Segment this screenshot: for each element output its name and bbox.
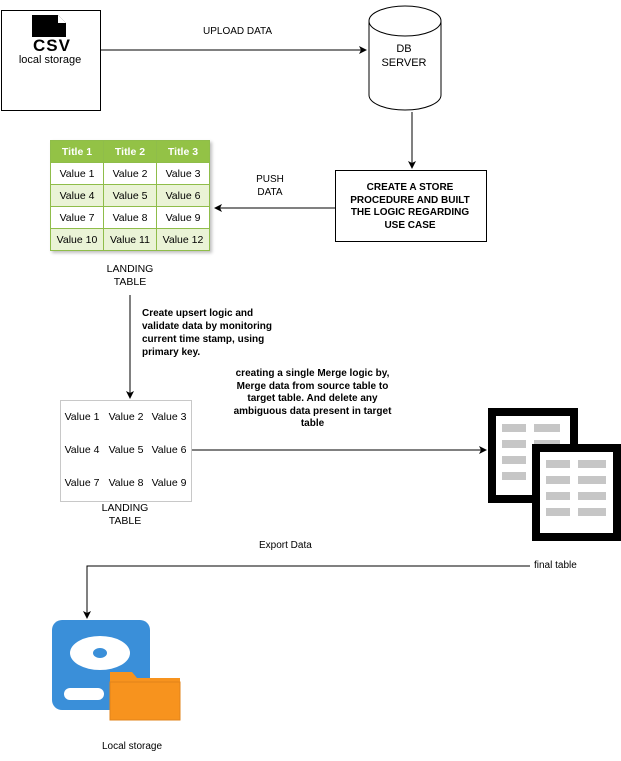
table-cell: Value 2	[103, 162, 157, 185]
table-header-cell: Title 2	[103, 140, 157, 163]
landing-table-label-2: LANDING TABLE	[95, 502, 155, 528]
local-storage-icon	[52, 620, 181, 721]
push-data-line1: PUSH	[256, 174, 284, 185]
procedure-line: CREATE A STORE	[366, 182, 454, 193]
table-cell: Value 4	[64, 444, 100, 456]
table-header-cell: Title 1	[50, 140, 104, 163]
push-data-line2: DATA	[257, 187, 283, 198]
merge-line: Merge data from source table to	[236, 380, 389, 392]
table-cell: Value 9	[151, 477, 187, 489]
final-table-label: final table	[534, 560, 577, 571]
table-cell: Value 5	[103, 184, 157, 207]
landing-table-plain	[60, 400, 192, 502]
table-cell: Value 8	[108, 477, 144, 489]
merge-line: ambiguous data present in target	[233, 405, 392, 417]
merge-line: table	[300, 418, 325, 429]
table-cell: Value 6	[151, 444, 187, 456]
upsert-line: Create upsert logic and	[142, 308, 254, 319]
upsert-line: primary key.	[142, 347, 201, 358]
table-cell: Value 11	[103, 228, 157, 251]
table-grid-icon	[488, 408, 621, 541]
landing-label-line1: LANDING	[101, 502, 149, 514]
csv-file-icon	[32, 15, 66, 37]
upsert-logic-label: Create upsert logic and validate data by…	[142, 307, 302, 359]
local-storage-label: Local storage	[102, 741, 163, 752]
procedure-line: PROCEDURE AND BUILT	[350, 194, 470, 206]
csv-box-label: local storage	[18, 54, 82, 66]
db-server-label: DB SERVER	[368, 42, 440, 70]
table-cell: Value 8	[103, 206, 157, 229]
table-cell: Value 7	[50, 206, 104, 229]
table-cell: Value 6	[156, 184, 210, 207]
table-header-row: Title 1 Title 2 Title 3	[50, 140, 210, 163]
table-row: Value 10 Value 11 Value 12	[50, 228, 210, 251]
table-cell: Value 12	[156, 228, 210, 251]
table-cell: Value 5	[108, 444, 144, 456]
db-server-line2: SERVER	[381, 57, 427, 69]
upsert-line: current time stamp, using	[142, 334, 265, 345]
procedure-line: THE LOGIC REGARDING	[350, 207, 470, 218]
export-data-label: Export Data	[259, 540, 312, 551]
merge-line: target table. And delete any	[247, 393, 378, 404]
table-cell: Value 1	[64, 411, 100, 423]
procedure-text: CREATE A STORE PROCEDURE AND BUILT THE L…	[340, 182, 480, 232]
landing-label-line2: TABLE	[113, 276, 147, 288]
table-cell: Value 1	[50, 162, 104, 185]
procedure-box	[335, 170, 487, 242]
table-cell: Value 10	[50, 228, 104, 251]
landing-label-line1: LANDING	[106, 263, 154, 275]
table-cell: Value 9	[156, 206, 210, 229]
upload-data-label: UPLOAD DATA	[203, 26, 273, 37]
table-cell: Value 2	[108, 411, 144, 423]
table-row: Value 4 Value 5 Value 6	[50, 184, 210, 207]
table-row: Value 1 Value 2 Value 3	[50, 162, 210, 185]
table-cell: Value 7	[64, 477, 100, 489]
table-cell: Value 4	[50, 184, 104, 207]
export-arrow	[83, 565, 530, 619]
csv-icon-text: CSV	[33, 36, 71, 55]
landing-table-label-1: LANDING TABLE	[100, 263, 160, 289]
table-header-cell: Title 3	[156, 140, 210, 163]
table-cell: Value 3	[151, 411, 187, 423]
db-server-line1: DB	[396, 43, 412, 55]
db-server-cylinder	[368, 5, 442, 111]
landing-label-line2: TABLE	[108, 515, 142, 527]
table-row: Value 7 Value 8 Value 9	[50, 206, 210, 229]
merge-logic-label: creating a single Merge logic by, Merge …	[220, 368, 405, 431]
push-data-label: PUSH DATA	[248, 173, 292, 199]
upsert-line: validate data by monitoring	[142, 321, 273, 332]
merge-line: creating a single Merge logic by,	[235, 368, 390, 379]
procedure-line: USE CASE	[384, 219, 436, 231]
landing-table-green: Title 1 Title 2 Title 3 Value 1 Value 2 …	[50, 140, 210, 251]
table-cell: Value 3	[156, 162, 210, 185]
